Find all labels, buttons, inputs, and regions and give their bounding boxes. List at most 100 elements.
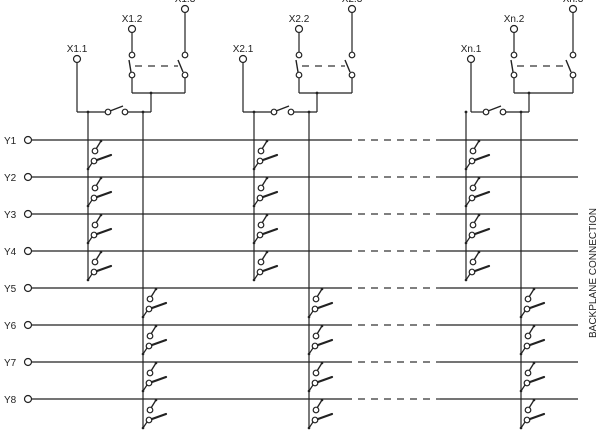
row-y5: Y5 bbox=[4, 283, 578, 295]
contact-terminal-icon bbox=[524, 332, 532, 340]
crosspoint-y5 bbox=[519, 287, 546, 319]
input-label: Xn.2 bbox=[504, 14, 525, 25]
contact-terminal-icon bbox=[145, 416, 153, 424]
contact-terminal-icon bbox=[312, 332, 320, 340]
row-terminal-icon[interactable] bbox=[23, 209, 33, 219]
crosspoint-y5 bbox=[307, 287, 334, 319]
contact-terminal-icon bbox=[145, 379, 153, 387]
switch-blade-icon bbox=[150, 301, 168, 310]
crosspoint-y1 bbox=[464, 139, 491, 171]
switch-blade-icon bbox=[316, 375, 334, 384]
row-terminal-icon[interactable] bbox=[23, 172, 33, 182]
input-terminal-icon[interactable] bbox=[466, 54, 476, 64]
switch-blade-icon bbox=[261, 227, 279, 236]
crosspoint-y2 bbox=[464, 176, 491, 208]
row-y6: Y6 bbox=[4, 320, 578, 332]
crosspoint-y5 bbox=[141, 287, 168, 319]
contact-terminal-icon bbox=[256, 194, 264, 202]
contact-terminal-icon bbox=[523, 305, 531, 313]
switch-blade-icon bbox=[261, 153, 279, 162]
contact-terminal-icon bbox=[91, 184, 99, 192]
contact-terminal-icon bbox=[469, 221, 477, 229]
row-y8: Y8 bbox=[4, 394, 578, 406]
switch-blade-icon bbox=[528, 375, 546, 384]
changeover-switch-icon bbox=[510, 59, 514, 73]
contact-terminal-icon bbox=[257, 221, 265, 229]
switch-blade-icon bbox=[261, 264, 279, 273]
row-label: Y7 bbox=[4, 358, 17, 369]
contact-terminal-icon bbox=[524, 369, 532, 377]
changeover-switch-icon bbox=[177, 59, 184, 73]
crosspoint-y6 bbox=[519, 324, 546, 356]
contact-terminal-icon bbox=[90, 231, 98, 239]
row-terminal-icon[interactable] bbox=[23, 283, 33, 293]
contact-terminal-icon bbox=[90, 157, 98, 165]
switch-blade-icon bbox=[528, 301, 546, 310]
crosspoint-y7 bbox=[519, 361, 546, 393]
crosspoint-y8 bbox=[141, 398, 168, 430]
contact-terminal-icon bbox=[524, 295, 532, 303]
input-label: Xn.3 bbox=[563, 0, 584, 5]
switch-blade-icon bbox=[528, 412, 546, 421]
row-label: Y1 bbox=[4, 136, 17, 147]
changeover-switch-icon bbox=[295, 59, 299, 73]
contact-terminal-icon bbox=[311, 416, 319, 424]
switch-blade-icon bbox=[316, 338, 334, 347]
crosspoint-y7 bbox=[307, 361, 334, 393]
crosspoint-y4 bbox=[464, 250, 491, 282]
crosspoint-y3 bbox=[86, 213, 113, 245]
crosspoint-y3 bbox=[252, 213, 279, 245]
module-2: X2.1X2.2X2.3 bbox=[233, 0, 363, 430]
contact-terminal-icon bbox=[257, 258, 265, 266]
input-terminal-icon[interactable] bbox=[127, 24, 137, 34]
contact-terminal-icon bbox=[311, 342, 319, 350]
input-terminal-icon[interactable] bbox=[294, 24, 304, 34]
crosspoint-y4 bbox=[86, 250, 113, 282]
contact-terminal-icon bbox=[91, 147, 99, 155]
contact-terminal-icon bbox=[312, 406, 320, 414]
bus-tie-switch-icon bbox=[275, 105, 290, 112]
switch-blade-icon bbox=[473, 190, 491, 199]
row-terminal-icon[interactable] bbox=[23, 246, 33, 256]
contact-terminal-icon bbox=[523, 342, 531, 350]
crosspoint-y6 bbox=[307, 324, 334, 356]
input-terminal-icon[interactable] bbox=[72, 54, 82, 64]
row-label: Y5 bbox=[4, 284, 17, 295]
contact-terminal-icon bbox=[90, 194, 98, 202]
input-terminal-icon[interactable] bbox=[180, 4, 190, 14]
switch-blade-icon bbox=[150, 338, 168, 347]
module-n: Xn.1Xn.2Xn.3 bbox=[461, 0, 584, 430]
input-terminal-icon[interactable] bbox=[347, 4, 357, 14]
switch-blade-icon bbox=[473, 153, 491, 162]
contact-terminal-icon bbox=[468, 194, 476, 202]
crosspoint-y6 bbox=[141, 324, 168, 356]
changeover-switch-icon bbox=[344, 59, 351, 73]
switch-blade-icon bbox=[261, 190, 279, 199]
contact-terminal-icon bbox=[468, 157, 476, 165]
contact-terminal-icon bbox=[523, 379, 531, 387]
contact-terminal-icon bbox=[146, 295, 154, 303]
input-terminal-icon[interactable] bbox=[568, 4, 578, 14]
row-terminal-icon[interactable] bbox=[23, 135, 33, 145]
contact-terminal-icon bbox=[312, 295, 320, 303]
contact-terminal-icon bbox=[90, 268, 98, 276]
row-terminal-icon[interactable] bbox=[23, 394, 33, 404]
contact-terminal-icon bbox=[523, 416, 531, 424]
row-terminal-icon[interactable] bbox=[23, 320, 33, 330]
input-terminal-icon[interactable] bbox=[509, 24, 519, 34]
contact-terminal-icon bbox=[91, 221, 99, 229]
input-terminal-icon[interactable] bbox=[238, 54, 248, 64]
switch-blade-icon bbox=[528, 338, 546, 347]
contact-terminal-icon bbox=[468, 231, 476, 239]
bus-tie-terminal-icon bbox=[482, 108, 490, 116]
contact-terminal-icon bbox=[311, 305, 319, 313]
crosspoint-y8 bbox=[307, 398, 334, 430]
switch-blade-icon bbox=[95, 227, 113, 236]
contact-terminal-icon bbox=[91, 258, 99, 266]
contact-terminal-icon bbox=[312, 369, 320, 377]
row-terminal-icon[interactable] bbox=[23, 357, 33, 367]
input-label: X2.3 bbox=[342, 0, 363, 5]
contact-terminal-icon bbox=[145, 305, 153, 313]
row-label: Y8 bbox=[4, 395, 17, 406]
